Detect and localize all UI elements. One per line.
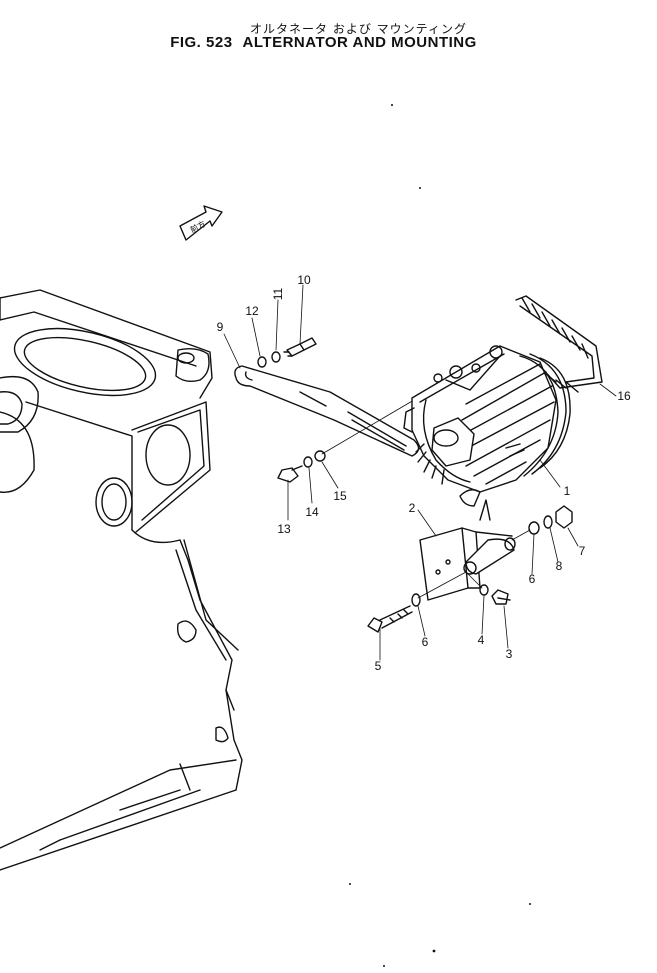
callout-6-left: 6 xyxy=(421,635,429,649)
alternator xyxy=(403,345,571,507)
alternator-bracket xyxy=(419,499,516,601)
callout-1: 1 xyxy=(563,484,571,498)
figure-title-english: ALTERNATOR AND MOUNTING xyxy=(242,34,477,51)
spring-washer-8 xyxy=(543,515,553,529)
callout-12: 12 xyxy=(245,304,259,318)
bolt-3 xyxy=(491,589,511,605)
callout-15: 15 xyxy=(333,489,347,503)
leader-lines xyxy=(223,284,617,661)
washer-6-right xyxy=(528,521,540,535)
callout-9: 9 xyxy=(216,320,224,334)
v-belt xyxy=(515,295,603,393)
callout-16: 16 xyxy=(617,389,631,403)
callout-11: 11 xyxy=(271,287,285,301)
callout-3: 3 xyxy=(505,647,513,661)
callout-10: 10 xyxy=(297,273,311,287)
washer-14 xyxy=(303,456,313,468)
callout-14: 14 xyxy=(305,505,319,519)
washer-6-left xyxy=(411,593,421,607)
figure-title: FIG. 523 ALTERNATOR AND MOUNTING xyxy=(0,34,657,51)
callout-6-right: 6 xyxy=(528,572,536,586)
callout-8: 8 xyxy=(555,559,563,573)
bolt-5 xyxy=(367,605,413,633)
callout-7: 7 xyxy=(578,544,586,558)
washer-11 xyxy=(271,351,281,363)
figure-number: FIG. 523 xyxy=(170,34,233,51)
washer-4 xyxy=(479,584,489,596)
front-direction-arrow-icon: 前方 xyxy=(179,205,223,241)
callout-13: 13 xyxy=(277,522,291,536)
callout-2: 2 xyxy=(408,501,416,515)
bolt-13 xyxy=(277,465,303,483)
scan-specks xyxy=(349,104,531,967)
washer-15 xyxy=(314,450,326,462)
bolt-10 xyxy=(283,337,317,357)
callout-4: 4 xyxy=(477,633,485,647)
nut-7 xyxy=(555,505,573,529)
engine-block xyxy=(0,289,243,871)
washer-12 xyxy=(257,356,267,368)
adjusting-arm xyxy=(234,365,420,457)
figure-title-japanese: オルタネータ および マウンティング xyxy=(250,22,467,36)
callout-5: 5 xyxy=(374,659,382,673)
